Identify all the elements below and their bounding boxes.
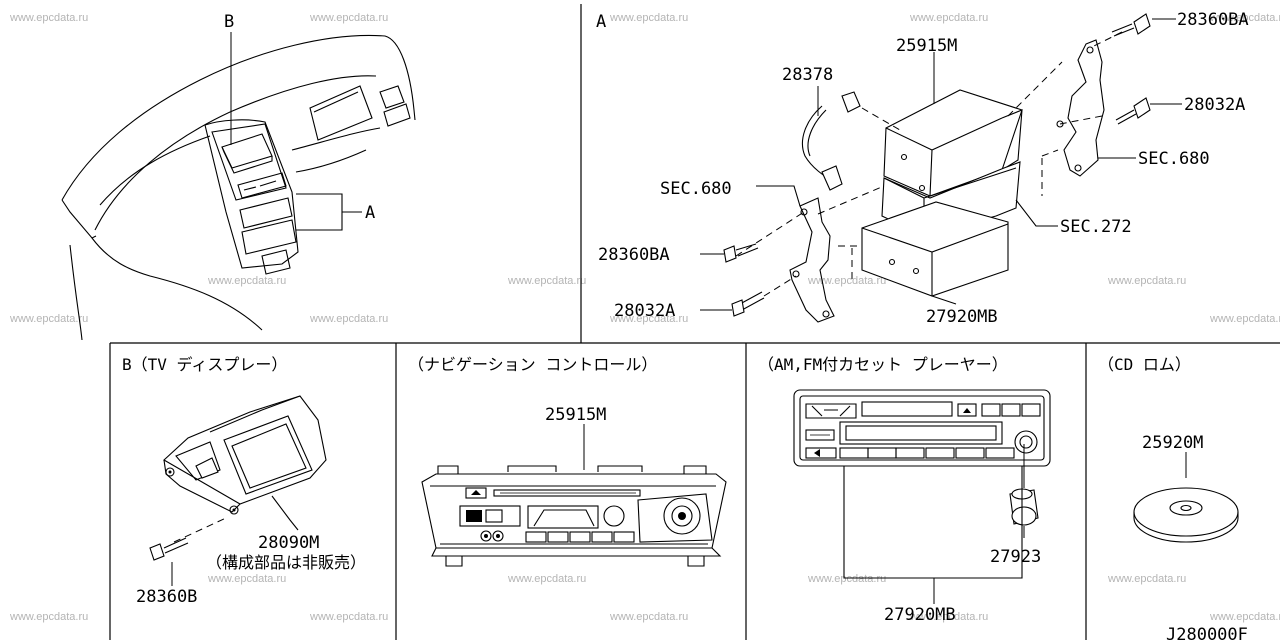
watermark: www.epcdata.ru <box>807 573 886 585</box>
watermark: www.epcdata.ru <box>807 275 886 287</box>
watermark: www.epcdata.ru <box>1209 12 1280 24</box>
screw-icon <box>1115 97 1151 125</box>
watermark: www.epcdata.ru <box>609 611 688 623</box>
cd-disc-icon <box>1133 487 1239 543</box>
bolt-icon <box>149 543 165 561</box>
watermark: www.epcdata.ru <box>609 313 688 325</box>
screw-icon <box>723 243 759 263</box>
watermark: www.epcdata.ru <box>309 313 388 325</box>
watermark: www.epcdata.ru <box>1107 275 1186 287</box>
watermark: www.epcdata.ru <box>909 611 988 623</box>
watermark: www.epcdata.ru <box>9 611 88 623</box>
frame-lines <box>109 4 1280 640</box>
panel-title: （AM,FM付カセット プレーヤー） <box>758 355 1008 374</box>
watermark: www.epcdata.ru <box>309 611 388 623</box>
watermark-layer: www.epcdata.ru www.epcdata.ru www.epcdat… <box>9 12 1280 623</box>
radio-faceplate <box>793 389 1051 467</box>
dashboard-overview: B A <box>61 12 416 341</box>
left-bracket <box>789 197 835 323</box>
section-a-exploded: A <box>596 10 1249 327</box>
watermark: www.epcdata.ru <box>9 12 88 24</box>
part-number: 25915M <box>896 36 957 56</box>
part-number: 25920M <box>1142 433 1203 453</box>
watermark: www.epcdata.ru <box>1107 573 1186 585</box>
screw-icon <box>1111 13 1151 37</box>
panel-cd-rom: （CD ロム） 25920M <box>1098 355 1239 543</box>
part-note: （構成部品は非販売） <box>206 553 366 572</box>
part-number: 27923 <box>990 547 1041 567</box>
watermark: www.epcdata.ru <box>207 275 286 287</box>
part-number: 28378 <box>782 65 833 85</box>
part-number: 28090M <box>258 533 319 553</box>
panel-title: （ナビゲーション コントロール） <box>408 355 657 374</box>
part-number: 27920MB <box>884 605 956 625</box>
watermark: www.epcdata.ru <box>507 573 586 585</box>
diagram-code: J280000F <box>1166 625 1248 640</box>
panel-title: （CD ロム） <box>1098 355 1191 374</box>
section-a-title: A <box>596 12 606 32</box>
part-number: 27920MB <box>926 307 998 327</box>
section-ref: SEC.680 <box>1138 149 1210 169</box>
part-number: 28360BA <box>1177 10 1249 30</box>
panel-title: B（TV ディスプレー） <box>122 355 287 374</box>
watermark: www.epcdata.ru <box>1209 313 1280 325</box>
panel-cassette: （AM,FM付カセット プレーヤー） <box>758 355 1051 625</box>
watermark: www.epcdata.ru <box>1209 611 1280 623</box>
panel-tv-display: B（TV ディスプレー） 28090M （構成部品は非販売） 28360B <box>122 355 366 607</box>
section-ref: SEC.680 <box>660 179 732 199</box>
part-number: 28360B <box>136 587 197 607</box>
cassette-unit <box>861 201 1009 297</box>
watermark: www.epcdata.ru <box>909 12 988 24</box>
screw-icon <box>731 291 765 317</box>
part-number: 28032A <box>1184 95 1245 115</box>
overview-label-b: B <box>224 12 234 32</box>
panel-nav-control: （ナビゲーション コントロール） 25915M <box>408 355 727 567</box>
watermark: www.epcdata.ru <box>9 313 88 325</box>
watermark: www.epcdata.ru <box>609 12 688 24</box>
watermark: www.epcdata.ru <box>507 275 586 287</box>
watermark: www.epcdata.ru <box>309 12 388 24</box>
watermark: www.epcdata.ru <box>207 573 286 585</box>
part-number: 25915M <box>545 405 606 425</box>
overview-label-a: A <box>365 203 375 223</box>
part-number: 28032A <box>614 301 675 321</box>
right-bracket <box>1063 39 1105 177</box>
section-ref: SEC.272 <box>1060 217 1132 237</box>
part-number: 28360BA <box>598 245 670 265</box>
